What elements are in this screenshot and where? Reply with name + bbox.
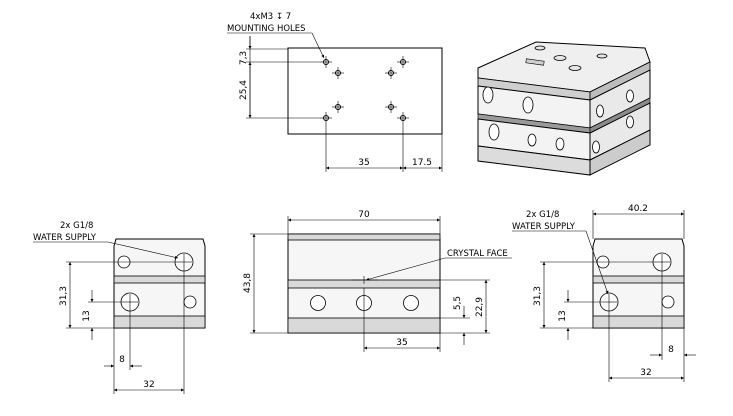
iso-hole (522, 96, 534, 114)
water-supply-callout-label: WATER SUPPLY (33, 233, 97, 243)
mounting-hole (332, 101, 344, 113)
crystal-face-leader (365, 257, 512, 281)
iso-hole (626, 115, 634, 129)
iso-hole (596, 104, 604, 118)
front-port (310, 295, 326, 311)
left-side-view: 2x G1/8 WATER SUPPLY 31,3 13 8 32 (33, 221, 206, 394)
hole-callout-label: MOUNTING HOLES (227, 24, 306, 34)
top-view: 4xM3 ↧ 7 MOUNTING HOLES 7,3 25,4 35 17.5 (227, 12, 443, 172)
right-side-view: 2x G1/8 WATER SUPPLY 40.2 31,3 13 8 32 (512, 204, 696, 382)
dim-43-8: 43,8 (243, 273, 253, 293)
iso-hole (592, 140, 600, 154)
dim-35-front: 35 (396, 338, 407, 348)
iso-hole (626, 89, 634, 103)
dim-8-left: 8 (119, 355, 125, 365)
hole-callout-leader (227, 32, 325, 59)
mounting-hole (397, 56, 409, 68)
dim-7-3: 7,3 (239, 51, 249, 65)
mounting-hole (397, 112, 409, 124)
water-supply-leader (33, 241, 179, 259)
water-supply-callout-label: WATER SUPPLY (512, 222, 576, 232)
dim-17-5: 17.5 (412, 158, 432, 168)
dim-32-right: 32 (640, 368, 651, 378)
front-port (403, 295, 419, 311)
mounting-hole (320, 112, 332, 124)
dim-13-right: 13 (558, 310, 568, 321)
mounting-hole (385, 67, 397, 79)
dim-13-left: 13 (82, 310, 92, 321)
hole-callout-size: 4xM3 ↧ 7 (250, 12, 291, 22)
iso-hole (488, 123, 500, 141)
dim-40-2: 40.2 (628, 204, 648, 214)
dim-8-right: 8 (668, 345, 674, 355)
dim-31-3-left: 31,3 (59, 286, 69, 306)
dim-25-4: 25,4 (239, 80, 249, 100)
top-view-outline (287, 47, 443, 135)
iso-hole (555, 137, 565, 151)
dim-35-top: 35 (358, 158, 369, 168)
dim-32-left: 32 (143, 380, 154, 390)
dim-22-9: 22,9 (475, 297, 485, 317)
dim-5-5: 5,5 (453, 296, 463, 310)
water-supply-callout-size: 2x G1/8 (60, 221, 93, 231)
crystal-face-label: CRYSTAL FACE (447, 249, 508, 259)
dim-31-3-right: 31,3 (533, 286, 543, 306)
iso-hole (527, 133, 537, 147)
mounting-hole (385, 101, 397, 113)
dim-70: 70 (358, 210, 370, 220)
water-supply-leader (512, 230, 609, 295)
iso-hole (482, 86, 494, 104)
mounting-hole (332, 67, 344, 79)
isometric-view (477, 41, 651, 176)
front-view: CRYSTAL FACE 70 43,8 5,5 22,9 35 (243, 210, 512, 352)
mounting-hole (320, 56, 332, 68)
water-supply-callout-size: 2x G1/8 (526, 210, 559, 220)
